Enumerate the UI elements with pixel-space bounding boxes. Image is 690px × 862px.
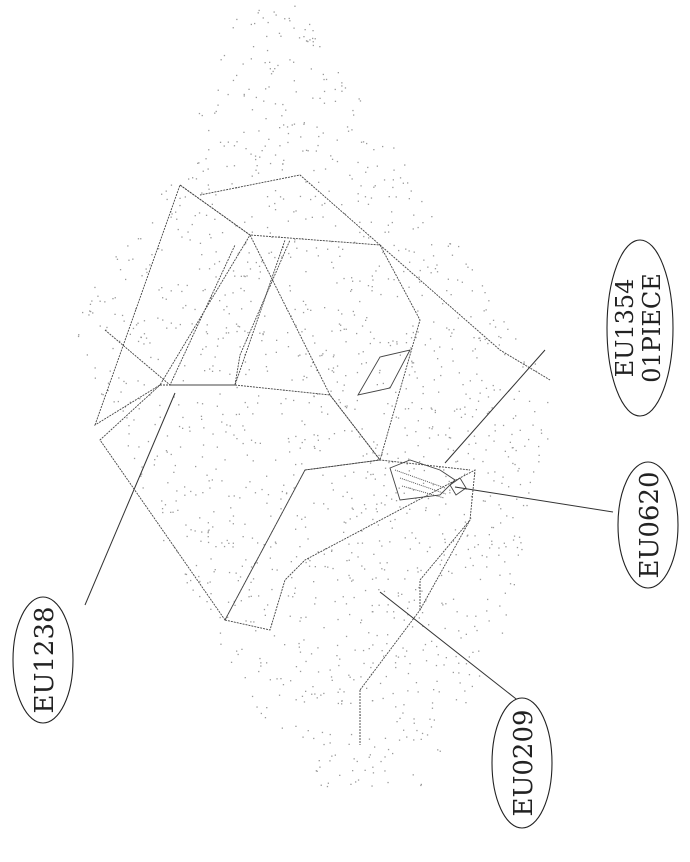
leader-eu1354 bbox=[444, 349, 546, 464]
leader-eu1238 bbox=[84, 392, 176, 606]
carton-flap-left bbox=[94, 184, 251, 427]
callout-eu1238-text: EU1238 bbox=[30, 606, 60, 713]
carton-front-panel bbox=[99, 384, 381, 621]
callout-eu0620: EU0620 bbox=[617, 461, 679, 589]
label-eu0620-tag bbox=[449, 477, 467, 496]
carton-body bbox=[224, 469, 476, 691]
callout-eu0209-text: EU0209 bbox=[509, 709, 539, 816]
callout-eu1354-text-line1: EU1354 bbox=[611, 279, 639, 378]
carton-outline bbox=[94, 174, 551, 745]
label-eu0209-panel bbox=[357, 349, 411, 396]
callout-eu1354-text-line2: 01PIECE bbox=[638, 273, 666, 383]
callout-eu0209: EU0209 bbox=[491, 697, 553, 829]
callout-eu0620-text: EU0620 bbox=[635, 471, 665, 578]
label-eu1354-block bbox=[389, 459, 456, 501]
leader-eu0620 bbox=[454, 486, 614, 513]
pallet-base-stipple bbox=[77, 5, 549, 788]
leader-eu0209 bbox=[379, 591, 521, 703]
callout-eu1354: EU1354 01PIECE bbox=[606, 239, 674, 417]
callout-eu1238: EU1238 bbox=[12, 596, 74, 724]
leader-lines bbox=[84, 349, 614, 703]
label-area bbox=[357, 349, 467, 501]
